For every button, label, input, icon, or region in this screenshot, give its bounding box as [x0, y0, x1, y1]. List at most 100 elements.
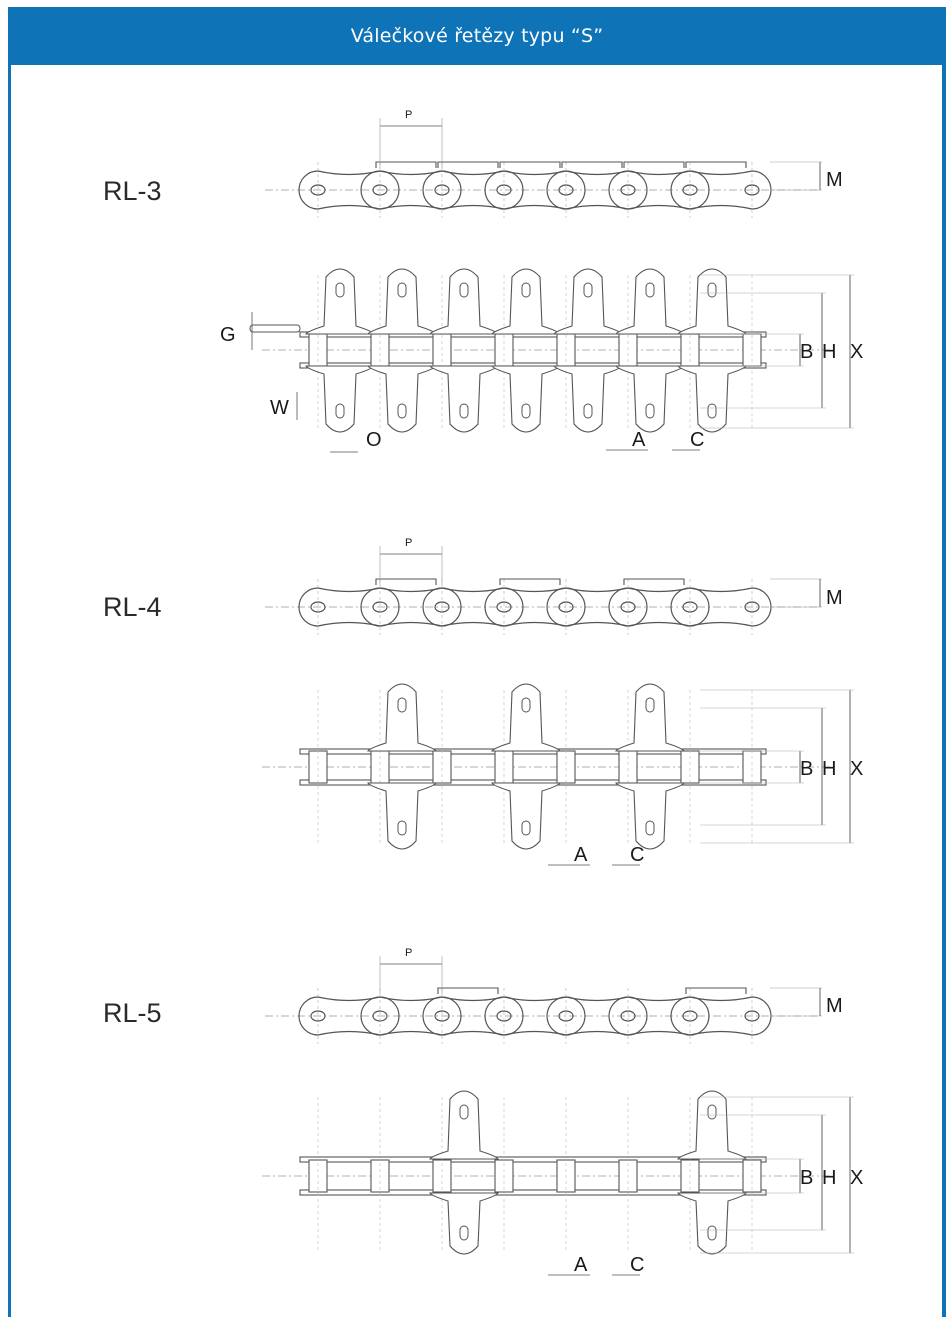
attachment-hole: [335, 282, 345, 298]
outer-plate-top: [299, 1156, 767, 1163]
attachment-wing-top: [428, 1090, 500, 1160]
attachment-wing-bottom: [490, 365, 562, 433]
attachment-hole: [459, 403, 469, 419]
attachment-hole: [707, 1225, 717, 1241]
x-label: X: [850, 1167, 863, 1189]
model-label-rl4: RL-4: [103, 592, 162, 622]
roller: [742, 750, 762, 784]
attachment-hole: [397, 282, 407, 298]
attachment-wing-bottom: [366, 365, 438, 433]
left-border: [8, 65, 11, 1317]
attachment-hole: [645, 820, 655, 836]
attachment-hole: [397, 697, 407, 713]
attachment-hole: [459, 282, 469, 298]
attachment-hole: [335, 403, 345, 419]
o-label: O: [366, 429, 382, 451]
attachment-wing-bottom: [490, 782, 562, 850]
attachment-wing-bottom: [552, 365, 624, 433]
attachment-hole: [521, 697, 531, 713]
c-label: C: [630, 844, 644, 866]
attachment-wing-bottom: [614, 365, 686, 433]
attachment-flat: [375, 578, 437, 585]
attachment-hole: [645, 697, 655, 713]
w-label: W: [270, 397, 289, 419]
x-label: X: [850, 758, 863, 780]
attachment-hole: [521, 282, 531, 298]
m-label: M: [826, 169, 843, 191]
attachment-wing-bottom: [676, 365, 748, 433]
attachment-wing-top: [552, 268, 624, 335]
pitch-label: P: [405, 109, 412, 121]
attachment-flat: [685, 161, 747, 168]
attachment-wing-top: [676, 1090, 748, 1160]
page-header: Válečkové řetězy typu “S”: [8, 7, 946, 65]
attachment-wing-top: [490, 268, 562, 335]
attachment-wing-top: [614, 683, 686, 752]
attachment-hole: [645, 403, 655, 419]
side-link-plate: [670, 587, 772, 627]
x-label: X: [850, 341, 863, 363]
side-link-plate: [670, 170, 772, 210]
a-label: A: [632, 429, 646, 451]
a-label: A: [574, 1254, 588, 1276]
roller: [370, 750, 390, 784]
attachment-wing-top: [366, 268, 438, 335]
g-plate-detail: [249, 324, 301, 333]
h-label: H: [822, 758, 836, 780]
attachment-hole: [583, 403, 593, 419]
model-label-rl3: RL-3: [103, 176, 162, 206]
side-link-plate: [670, 996, 772, 1036]
attachment-wing-top: [614, 268, 686, 335]
attachment-hole: [397, 403, 407, 419]
roller: [680, 750, 700, 784]
attachment-flat: [685, 987, 747, 994]
attachment-wing-top: [676, 268, 748, 335]
pitch-label: P: [405, 947, 412, 959]
attachment-flat: [437, 987, 499, 994]
attachment-wing-top: [366, 683, 438, 752]
b-label: B: [800, 341, 813, 363]
attachment-flat: [499, 161, 561, 168]
roller: [308, 750, 328, 784]
roller: [556, 750, 576, 784]
attachment-wing-bottom: [428, 1192, 500, 1255]
attachment-hole: [707, 403, 717, 419]
a-label: A: [574, 844, 588, 866]
m-label: M: [826, 995, 843, 1017]
attachment-wing-bottom: [304, 365, 376, 433]
right-border: [942, 65, 946, 1317]
c-label: C: [690, 429, 704, 451]
attachment-flat: [375, 161, 437, 168]
attachment-wing-bottom: [428, 365, 500, 433]
attachment-flat: [623, 161, 685, 168]
model-label-rl5: RL-5: [103, 998, 162, 1028]
attachment-wing-bottom: [614, 782, 686, 850]
roller: [432, 750, 452, 784]
attachment-hole: [521, 820, 531, 836]
attachment-wing-bottom: [366, 782, 438, 850]
b-label: B: [800, 758, 813, 780]
roller: [618, 750, 638, 784]
roller: [494, 750, 514, 784]
h-label: H: [822, 341, 836, 363]
pitch-label: P: [405, 537, 412, 549]
attachment-wing-top: [428, 268, 500, 335]
attachment-hole: [707, 282, 717, 298]
page-title: Válečkové řetězy typu “S”: [350, 25, 604, 47]
m-label: M: [826, 587, 843, 609]
attachment-wing-bottom: [676, 1192, 748, 1255]
outer-plate-bottom: [299, 1189, 767, 1196]
attachment-wing-top: [304, 268, 376, 335]
attachment-hole: [521, 403, 531, 419]
attachment-flat: [623, 578, 685, 585]
g-label: G: [220, 324, 236, 346]
attachment-hole: [707, 1104, 717, 1120]
attachment-flat: [437, 161, 499, 168]
attachment-hole: [459, 1104, 469, 1120]
attachment-hole: [645, 282, 655, 298]
b-label: B: [800, 1167, 813, 1189]
